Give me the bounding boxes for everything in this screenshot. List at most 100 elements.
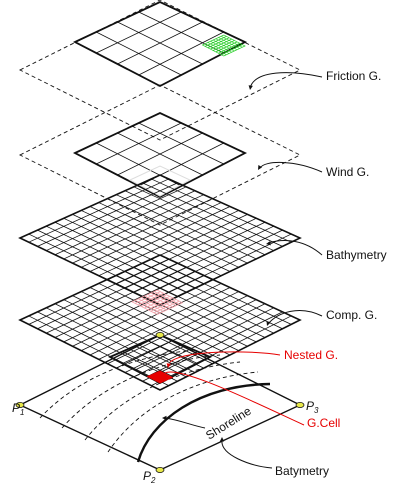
base-contour: [84, 361, 241, 441]
bathymetry-grid-gridline: [98, 210, 239, 277]
comp-grid-outline: [18, 254, 302, 391]
corner-point-marker: [155, 331, 165, 338]
gcell-label: G.Cell: [307, 416, 340, 430]
batymetry-leader: [221, 439, 273, 469]
comp-grid-gridline: [133, 266, 274, 334]
nested-arrow: [166, 363, 171, 368]
comp-grid-gridline: [98, 291, 239, 360]
friction-green-patch-outline: [201, 34, 246, 57]
comp-grid-gridline: [116, 299, 257, 369]
base-inner-grid: [107, 334, 213, 385]
comp-arrow: [266, 321, 271, 326]
bathymetry-grid-gridline: [116, 194, 257, 260]
wind-inner-grid-gridline: [138, 122, 224, 165]
bathymetry-grid-gridline: [124, 190, 266, 256]
bathymetry-grid-gridline: [151, 233, 292, 302]
wind-label: Wind G.: [326, 165, 369, 179]
friction-inner-grid-outline: [72, 1, 248, 88]
batymetry-arrow: [219, 437, 225, 442]
bathymetry-arrow: [266, 241, 271, 246]
comp-grid-gridline: [151, 315, 292, 386]
friction-green-patch-line: [215, 41, 238, 53]
bathymetry-grid-outline: [18, 174, 302, 306]
friction-arrow: [248, 85, 253, 90]
comp-grid: [18, 254, 302, 391]
nested-label: Nested G.: [284, 348, 338, 362]
comp-grid-gridline: [124, 270, 266, 338]
friction-green-patch: [201, 34, 246, 57]
wind-inner-grid-outline: [72, 112, 248, 199]
bathymetry-grid: [18, 174, 302, 306]
wind-leader: [259, 161, 323, 173]
comp-nested-patch-line: [153, 291, 180, 305]
friction-green-patch-line: [220, 44, 243, 55]
bathymetry-grid-gridline: [98, 202, 239, 268]
friction-green-patch-line: [212, 40, 235, 51]
comp-nested-patch-line: [144, 295, 170, 309]
base-inner-grid-gridline: [147, 340, 198, 364]
shoreline-arrow: [162, 415, 167, 421]
comp-nested-patch-line: [147, 297, 174, 310]
friction-outer-dashed: [18, 0, 302, 141]
shoreline-label: Shoreline: [203, 404, 254, 443]
comp-nested-patch-line: [153, 300, 180, 314]
comp-grid-gridline: [151, 258, 292, 325]
bathymetry-grid-gridline: [151, 178, 292, 243]
base-contour: [39, 349, 196, 419]
friction-inner-grid-gridline: [138, 31, 224, 76]
bathymetry-grid-gridline: [142, 229, 283, 297]
bathymetry-grid-gridline: [89, 206, 231, 272]
comp-grid-gridline: [133, 307, 274, 378]
bathymetry-grid-gridline: [142, 182, 283, 247]
bathymetry-grid-gridline: [107, 198, 248, 264]
comp-nested-patch-line: [150, 292, 177, 306]
comp-grid-gridline: [124, 303, 266, 373]
comp-grid-gridline: [107, 279, 248, 347]
base-inner-grid-outline: [107, 334, 213, 385]
gcell-red-cell: [146, 370, 174, 384]
friction-green-patch-line: [215, 38, 238, 51]
friction-green-patch-line: [218, 42, 240, 54]
wind-inner-grid-gridline: [117, 132, 203, 176]
nested-leader: [169, 351, 281, 363]
friction-inner-grid: [72, 1, 248, 88]
grid-layers: [15, 0, 323, 473]
base-contour: [61, 354, 221, 429]
friction-label: Friction G.: [326, 69, 381, 83]
shoreline-leader: [164, 417, 206, 429]
comp-nested-patch-line: [150, 299, 177, 312]
base-inner-grid-gridline: [134, 345, 186, 371]
bathymetry-grid-gridline: [133, 186, 274, 251]
comp-grid-gridline: [142, 311, 283, 382]
wind-ghost-square: [128, 165, 192, 197]
p1-label: P1: [12, 401, 24, 417]
comp-grid-gridline: [89, 287, 231, 356]
comp-grid-gridline: [107, 295, 248, 365]
friction-green-patch-line: [218, 37, 240, 49]
p2-label: P2: [143, 469, 156, 485]
comp-nested-patch: [131, 289, 184, 315]
shoreline-curve: [136, 382, 271, 463]
comp-nested-patch-line: [147, 294, 174, 308]
comp-leader: [267, 310, 323, 325]
comp-grid-gridline: [98, 283, 239, 351]
bathymetry-grid-gridline: [124, 221, 266, 289]
comp-nested-patch-outline: [131, 289, 184, 315]
wind-inner-grid: [72, 112, 248, 199]
gcell-arrow: [163, 375, 168, 380]
friction-green-patch-line: [220, 35, 243, 48]
friction-inner-grid-gridline: [117, 21, 203, 65]
base-inner-grid-gridline: [147, 351, 198, 377]
corner-point-marker: [295, 401, 305, 408]
gcell-leader: [164, 371, 305, 426]
bathymetry-label: Bathymetry: [326, 248, 387, 262]
batymetry-label: Batymetry: [275, 464, 329, 478]
corner-point-marker: [155, 466, 165, 473]
wind-outer-dashed: [18, 84, 302, 226]
corner-point-marker: [15, 401, 25, 408]
p3-label: P3: [306, 399, 319, 415]
wind-arrow: [258, 165, 263, 170]
bathymetry-grid-gridline: [133, 225, 274, 293]
bathymetry-leader: [267, 240, 323, 256]
